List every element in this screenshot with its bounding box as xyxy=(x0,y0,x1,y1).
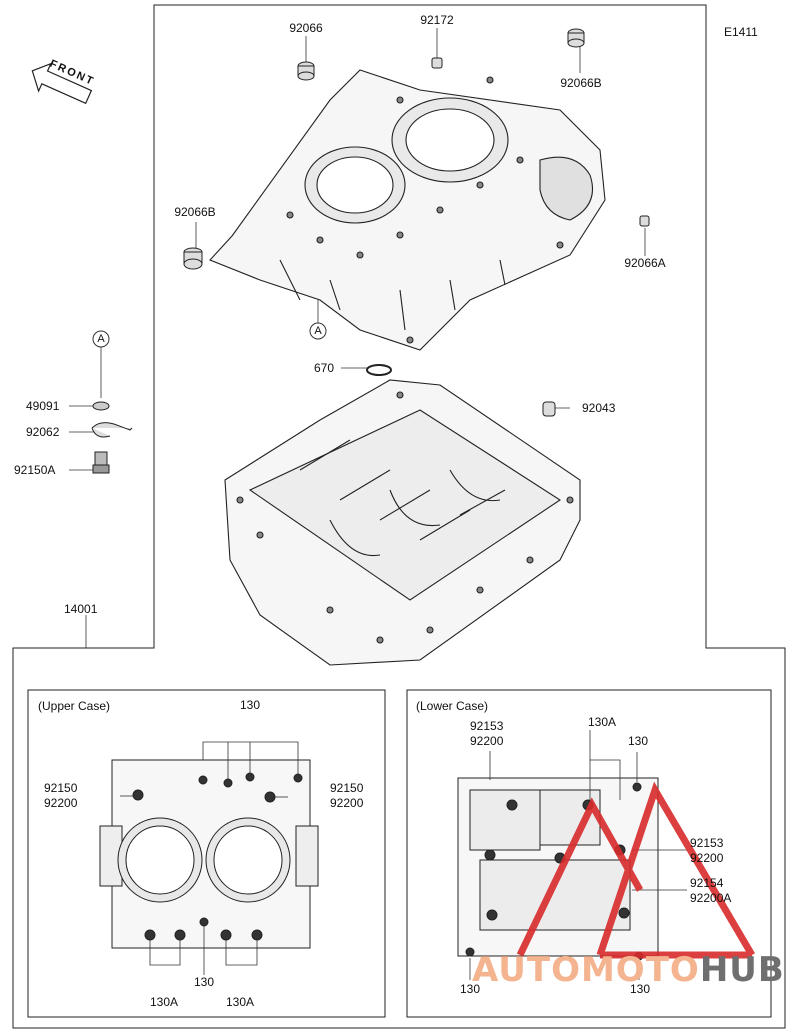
lower-label-130-bottom-left: 130 xyxy=(459,982,481,996)
upper-label-left-b: 92200 xyxy=(44,796,78,810)
lower-label-130A-top: 130A xyxy=(587,715,617,729)
upper-label-right-b: 92200 xyxy=(330,796,364,810)
upper-label-130A-left: 130A xyxy=(149,995,179,1009)
outer-frame xyxy=(12,4,786,1029)
label-92172: 92172 xyxy=(420,13,454,27)
label-670: 670 xyxy=(314,361,335,375)
label-92066-top: 92066 xyxy=(289,21,323,35)
label-92066B-top: 92066B xyxy=(560,76,602,90)
ref-a-left: A xyxy=(97,333,105,345)
upper-case-illustration xyxy=(99,759,319,949)
watermark-hub: HUB xyxy=(699,950,785,990)
lower-label-top-b: 92200 xyxy=(470,734,504,748)
watermark-text: AUTOMOTOHUB xyxy=(472,950,785,990)
upper-case-title: (Upper Case) xyxy=(38,699,111,713)
upper-label-right-a: 92150 xyxy=(330,781,364,795)
watermark-main: AUTOMOTO xyxy=(472,950,700,990)
label-49091: 49091 xyxy=(26,399,60,413)
lower-label-right2-b: 92200A xyxy=(690,891,732,905)
upper-label-130-top: 130 xyxy=(239,698,261,712)
lower-label-130-top: 130 xyxy=(627,734,649,748)
label-92043: 92043 xyxy=(582,401,616,415)
label-14001: 14001 xyxy=(64,602,98,616)
label-92066A: 92066A xyxy=(624,256,666,270)
ref-circle-a-mid xyxy=(309,322,327,340)
lower-label-130-bottom-right: 130 xyxy=(629,982,651,996)
label-92150A: 92150A xyxy=(14,463,56,477)
front-arrow xyxy=(31,62,93,105)
watermark-logo xyxy=(516,781,756,959)
lower-crankcase-illustration xyxy=(224,379,581,666)
upper-case-box xyxy=(27,689,386,1018)
ref-a-mid: A xyxy=(314,325,322,337)
lower-label-right1-b: 92200 xyxy=(690,851,724,865)
diagram-code: E1411 xyxy=(724,25,758,39)
upper-label-130A-right: 130A xyxy=(225,995,255,1009)
upper-label-left-a: 92150 xyxy=(44,781,78,795)
upper-crankcase-illustration xyxy=(209,69,606,351)
lower-case-box xyxy=(406,689,772,1018)
label-92066B-left: 92066B xyxy=(174,205,216,219)
lower-label-right1-a: 92153 xyxy=(690,836,724,850)
upper-label-130-bottom: 130 xyxy=(193,975,215,989)
label-92062: 92062 xyxy=(26,425,60,439)
o-ring-670 xyxy=(366,364,392,376)
lower-label-top-a: 92153 xyxy=(470,719,504,733)
lower-case-title: (Lower Case) xyxy=(416,699,489,713)
ref-circle-a-left xyxy=(92,330,110,348)
lower-label-right2-a: 92154 xyxy=(690,876,724,890)
